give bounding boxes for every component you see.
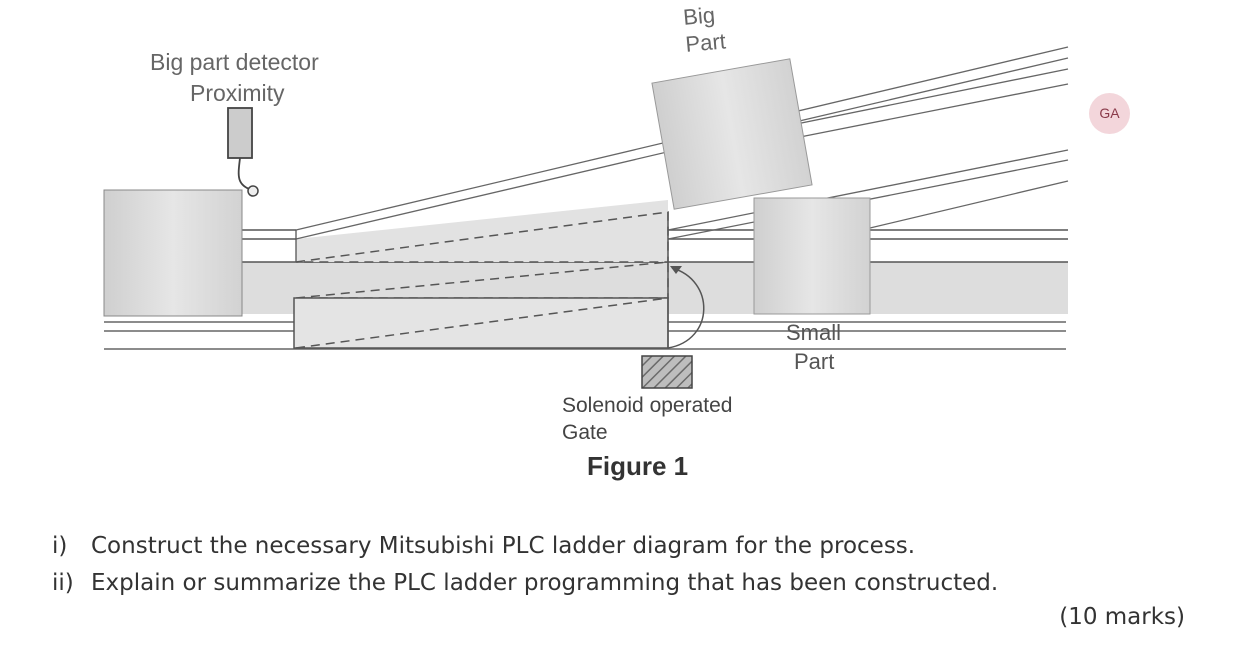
annotator-badge: GA: [1089, 93, 1130, 134]
small-part-label: Small Part: [786, 318, 841, 376]
gate-label-line2: Gate: [562, 421, 608, 444]
marks-label: (10 marks): [1059, 604, 1185, 630]
detector-label-line2: Proximity: [190, 80, 285, 106]
small-part-label-line1: Small: [786, 320, 842, 345]
big-part-label-line1: Big: [682, 2, 716, 30]
big-part-label-line2: Part: [684, 28, 727, 57]
question-number: ii): [52, 570, 74, 596]
gate-label: Solenoid operated Gate: [562, 392, 732, 446]
big-part: [651, 58, 813, 210]
small-part-label-line2: Part: [794, 349, 835, 374]
question-list: i) Construct the necessary Mitsubishi PL…: [52, 528, 998, 602]
solenoid-gate: [293, 211, 705, 349]
question-text: Construct the necessary Mitsubishi PLC l…: [91, 533, 916, 559]
figure-caption: Figure 1: [587, 451, 689, 481]
detector-label: Big part detector Proximity: [150, 47, 319, 109]
detector-label-line1: Big part detector: [150, 49, 319, 75]
question-text: Explain or summarize the PLC ladder prog…: [91, 570, 999, 596]
question-item: i) Construct the necessary Mitsubishi PL…: [52, 528, 998, 565]
question-item: ii) Explain or summarize the PLC ladder …: [52, 565, 998, 602]
gate-label-line1: Solenoid operated: [562, 394, 733, 417]
big-part-label: Big Part: [682, 0, 727, 57]
small-part: [753, 197, 871, 315]
question-number: i): [52, 533, 68, 559]
solenoid-actuator: [641, 355, 693, 389]
left-part-block: [103, 189, 243, 317]
proximity-sensor: [227, 107, 259, 197]
